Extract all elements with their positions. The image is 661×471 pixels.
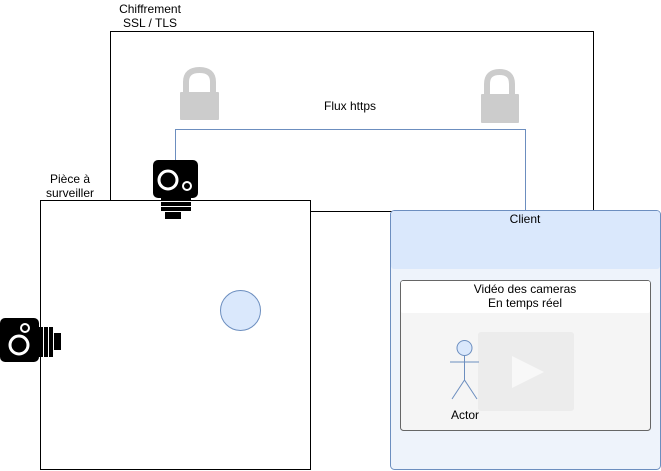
actor-icon (450, 340, 479, 400)
room-label-line1: Pièce à (49, 172, 91, 186)
ssl-tls-zone (110, 31, 594, 212)
https-flow-label: Flux https (323, 99, 377, 113)
actor-label: Actor (450, 408, 479, 422)
padlock-icon (481, 68, 519, 123)
client-title: Client (509, 212, 541, 226)
ssl-tls-label: Chiffrement SSL / TLS (108, 2, 192, 30)
https-flow-connector (175, 129, 526, 211)
video-panel-line1: Vidéo des cameras (473, 282, 577, 296)
video-play-icon (478, 332, 574, 411)
room-box (40, 200, 311, 470)
room-label: Pièce à surveiller (30, 172, 110, 200)
ssl-tls-label-line1: Chiffrement (119, 2, 181, 16)
security-camera-icon (153, 160, 198, 219)
room-label-line2: surveiller (45, 186, 94, 200)
security-camera-icon (0, 318, 61, 362)
video-panel-title: Vidéo des cameras En temps réel (445, 282, 605, 310)
video-panel-line2: En temps réel (487, 296, 563, 310)
monitored-subject-circle (220, 290, 261, 331)
ssl-tls-label-line2: SSL / TLS (122, 16, 178, 30)
padlock-icon (180, 66, 219, 120)
